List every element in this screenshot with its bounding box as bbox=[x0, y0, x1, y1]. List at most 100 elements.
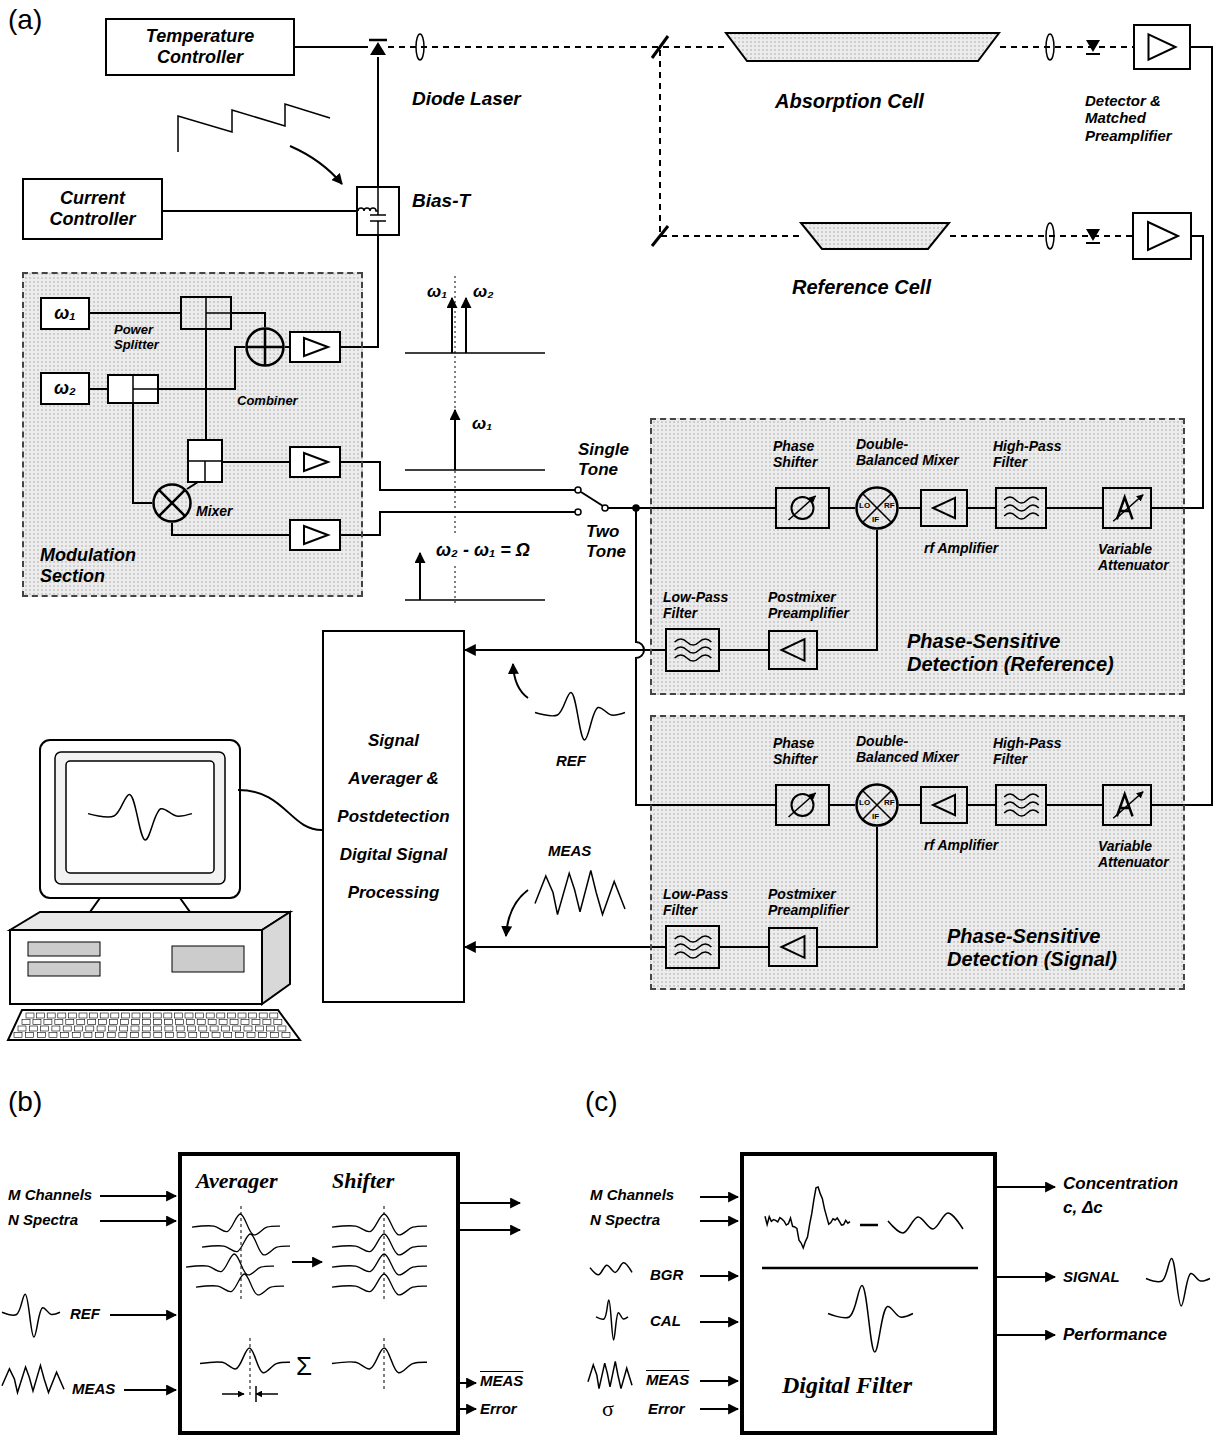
signal-wire bbox=[1047, 507, 1102, 509]
port-label: RF bbox=[884, 502, 895, 510]
panel-ground bbox=[650, 418, 1185, 695]
wire bbox=[285, 346, 290, 348]
key bbox=[230, 1020, 238, 1025]
key bbox=[22, 1020, 30, 1025]
key bbox=[121, 1013, 129, 1018]
key bbox=[52, 1026, 60, 1031]
key bbox=[108, 1026, 116, 1031]
node-symbol bbox=[667, 630, 718, 670]
switch-arm bbox=[581, 492, 603, 506]
detection-panel: Phase-Sensitive Detection (Signal)Phase … bbox=[650, 715, 1185, 990]
monitor-bezel bbox=[55, 752, 225, 884]
node-label: Postmixer Preamplifier bbox=[768, 589, 860, 621]
amplifier-triangle bbox=[304, 338, 328, 356]
panel-letter: (c) bbox=[585, 1086, 618, 1118]
key bbox=[210, 1026, 218, 1031]
spectrum-trace bbox=[186, 1254, 274, 1275]
mixer: Mixer bbox=[152, 483, 192, 523]
rf-amplifier: rf Amplifier bbox=[920, 489, 968, 527]
key bbox=[255, 1026, 263, 1031]
sum-symbol: Σ bbox=[296, 1352, 312, 1382]
key bbox=[164, 1020, 172, 1025]
key bbox=[154, 1033, 162, 1038]
pointer-arrow bbox=[290, 146, 342, 184]
panel-letter: (a) bbox=[8, 4, 42, 36]
output-label: Concentration bbox=[1063, 1174, 1178, 1194]
signal-wire bbox=[295, 46, 368, 48]
output-label: c, Δc bbox=[1063, 1198, 1103, 1218]
port-label: LO bbox=[859, 502, 870, 510]
combiner: Combiner bbox=[245, 327, 285, 367]
digital-filter-box: Digital Filter bbox=[740, 1152, 997, 1435]
node-label: High-Pass Filter bbox=[993, 438, 1069, 470]
photodiode-bar bbox=[1086, 242, 1100, 244]
node-symbol bbox=[182, 298, 230, 328]
output-label: SIGNAL bbox=[1063, 1268, 1120, 1285]
variable-attenuator: Variable Attenuator bbox=[1102, 784, 1152, 826]
node-label: Temperature Controller bbox=[125, 26, 275, 67]
signal-wire bbox=[899, 804, 920, 806]
wire bbox=[340, 236, 378, 347]
key bbox=[185, 1013, 193, 1018]
phase-shifter: Phase Shifter bbox=[775, 487, 830, 529]
amplifier-box bbox=[290, 447, 340, 477]
computer-front bbox=[10, 930, 262, 1004]
pointer-arrow bbox=[513, 664, 528, 698]
key bbox=[131, 1033, 139, 1038]
signal-wire bbox=[720, 946, 768, 948]
power-splitter: Power Splitter bbox=[180, 296, 232, 330]
node-label: ω₂ bbox=[54, 378, 76, 399]
key bbox=[249, 1013, 257, 1018]
key bbox=[186, 1020, 194, 1025]
node-label: Double- Balanced Mixer bbox=[856, 436, 966, 468]
keyboard-keys bbox=[14, 1013, 290, 1038]
adjust-arrow bbox=[789, 496, 816, 520]
output-arrow bbox=[460, 1382, 476, 1384]
wire bbox=[187, 482, 198, 489]
node-label: rf Amplifier bbox=[924, 837, 998, 853]
output-arrow bbox=[460, 1408, 476, 1410]
key bbox=[66, 1020, 74, 1025]
key bbox=[121, 1020, 129, 1025]
node-symbol bbox=[1104, 786, 1150, 824]
diode-triangle bbox=[370, 42, 386, 55]
key bbox=[175, 1020, 183, 1025]
key bbox=[197, 1020, 205, 1025]
node-label: Mixer bbox=[196, 503, 233, 519]
spectrum-trace bbox=[332, 1254, 427, 1275]
key bbox=[107, 1033, 115, 1038]
node-label: Bias-T bbox=[412, 190, 470, 212]
panel-letter: (b) bbox=[8, 1086, 42, 1118]
filter-wave bbox=[1004, 497, 1039, 503]
mixer-circle bbox=[247, 329, 284, 366]
key bbox=[72, 1033, 80, 1038]
key bbox=[77, 1020, 85, 1025]
key bbox=[37, 1033, 45, 1038]
key bbox=[247, 1033, 255, 1038]
splitter-divider bbox=[188, 461, 222, 482]
key bbox=[132, 1020, 140, 1025]
reference-preamplifier bbox=[1133, 213, 1191, 259]
filter-wave bbox=[675, 936, 712, 942]
laser-beam bbox=[950, 235, 1133, 237]
key bbox=[235, 1033, 243, 1038]
meas-waveform bbox=[588, 1361, 632, 1388]
wire bbox=[1152, 236, 1203, 508]
key bbox=[111, 1013, 119, 1018]
fraction-bar bbox=[762, 1267, 978, 1270]
key bbox=[119, 1033, 127, 1038]
signal-wire bbox=[899, 507, 920, 509]
drive-bay bbox=[28, 962, 100, 976]
drive-bay bbox=[28, 942, 100, 956]
key bbox=[174, 1013, 182, 1018]
key bbox=[274, 1020, 282, 1025]
port-label: IF bbox=[872, 516, 879, 524]
signal-wire bbox=[968, 804, 995, 806]
key bbox=[244, 1026, 252, 1031]
meas-waveform bbox=[535, 871, 625, 915]
amplifier-box bbox=[290, 332, 340, 362]
node-symbol bbox=[997, 786, 1045, 824]
wire bbox=[636, 508, 775, 805]
input-arrow bbox=[124, 1389, 176, 1391]
adjust-arrow bbox=[789, 793, 816, 817]
